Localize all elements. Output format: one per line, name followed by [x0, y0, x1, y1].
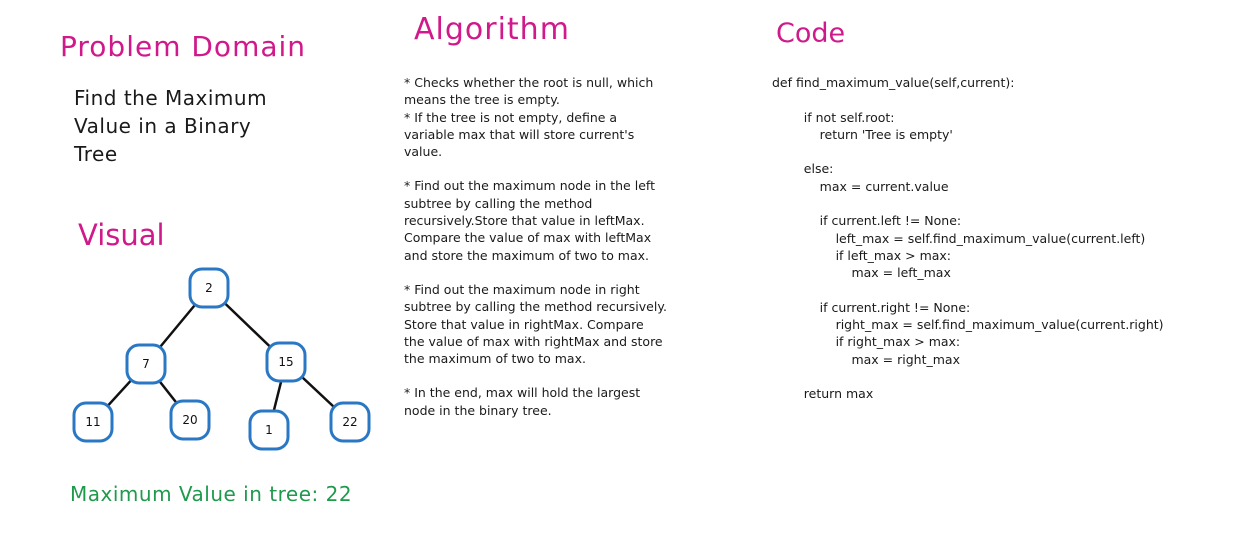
algorithm-line: Store that value in rightMax. Compare — [404, 316, 644, 332]
algorithm-line: variable max that will store current's — [404, 126, 635, 142]
algorithm-line: Compare the value of max with leftMax — [404, 230, 652, 246]
binary-tree-diagram: 2 7 15 11 20 1 22 — [72, 267, 371, 451]
tree-node-11: 11 — [72, 401, 114, 443]
code-heading: Code — [776, 18, 846, 49]
problem-domain-heading: Problem Domain — [60, 30, 307, 63]
result-text: Maximum Value in tree: 22 — [70, 482, 353, 506]
problem-line: Value in a Binary — [74, 114, 252, 138]
algorithm-line: * Find out the maximum node in the left — [404, 178, 655, 194]
tree-node-box — [125, 343, 167, 385]
visual-heading: Visual — [78, 218, 165, 252]
tree-node-7: 7 — [125, 343, 167, 385]
code-line — [772, 143, 1242, 160]
code-line — [772, 368, 1242, 385]
code-line: if current.right != None: — [772, 299, 971, 315]
algorithm-line: * In the end, max will hold the largest — [404, 385, 641, 401]
tree-node-1: 1 — [248, 409, 290, 451]
code-line: return max — [772, 386, 874, 402]
tree-node-label: 15 — [278, 355, 293, 369]
algorithm-line: the maximum of two to max. — [404, 351, 586, 367]
tree-node-label: 22 — [342, 415, 357, 429]
tree-node-label: 11 — [85, 415, 100, 429]
code-line: else: — [772, 161, 834, 177]
code-line: right_max = self.find_maximum_value(curr… — [772, 317, 1164, 333]
algorithm-line: and store the maximum of two to max. — [404, 247, 650, 263]
algorithm-paragraph: * In the end, max will hold the largest … — [404, 384, 704, 419]
tree-node-box — [72, 401, 114, 443]
code-line: if left_max > max: — [772, 247, 952, 263]
algorithm-paragraph: * Checks whether the root is null, which… — [404, 74, 704, 160]
tree-node-box — [329, 401, 371, 443]
algorithm-paragraph: * Find out the maximum node in the left … — [404, 177, 704, 263]
algorithm-line: subtree by calling the method — [404, 195, 593, 211]
algorithm-description: * Checks whether the root is null, which… — [404, 74, 704, 436]
tree-node-box — [188, 267, 230, 309]
problem-line: Tree — [74, 142, 118, 166]
code-line: left_max = self.find_maximum_value(curre… — [772, 230, 1146, 246]
code-line — [772, 91, 1242, 108]
algorithm-line: value. — [404, 144, 443, 160]
problem-line: Find the Maximum — [74, 86, 268, 110]
algorithm-line: the value of max with rightMax and store — [404, 333, 663, 349]
code-line: if current.left != None: — [772, 213, 962, 229]
code-line — [772, 195, 1242, 212]
algorithm-paragraph: * Find out the maximum node in right sub… — [404, 281, 704, 367]
algorithm-heading: Algorithm — [414, 12, 570, 47]
code-line: if not self.root: — [772, 109, 895, 125]
tree-node-22: 22 — [329, 401, 371, 443]
tree-node-label: 1 — [265, 423, 273, 437]
algorithm-line: * Find out the maximum node in right — [404, 281, 640, 297]
tree-node-2: 2 — [188, 267, 230, 309]
tree-node-box — [265, 341, 307, 383]
code-line: if right_max > max: — [772, 334, 961, 350]
code-line — [772, 282, 1242, 299]
tree-node-label: 20 — [182, 413, 197, 427]
tree-node-label: 7 — [142, 357, 150, 371]
algorithm-line: recursively.Store that value in leftMax. — [404, 213, 645, 229]
algorithm-line: * Checks whether the root is null, which — [404, 75, 654, 90]
problem-description: Find the Maximum Value in a Binary Tree — [74, 84, 334, 168]
tree-node-box — [169, 399, 211, 441]
code-line: max = left_max — [772, 265, 951, 281]
code-line: max = current.value — [772, 178, 949, 194]
code-listing: def find_maximum_value(self,current): if… — [772, 74, 1242, 403]
tree-node-15: 15 — [265, 341, 307, 383]
algorithm-line: node in the binary tree. — [404, 402, 552, 418]
tree-node-label: 2 — [205, 281, 213, 295]
code-line: max = right_max — [772, 351, 960, 367]
tree-node-box — [248, 409, 290, 451]
code-line: def find_maximum_value(self,current): — [772, 75, 1015, 90]
algorithm-line: * If the tree is not empty, define a — [404, 109, 618, 125]
tree-node-20: 20 — [169, 399, 211, 441]
algorithm-line: means the tree is empty. — [404, 92, 560, 108]
algorithm-line: subtree by calling the method recursivel… — [404, 299, 667, 315]
code-line: return 'Tree is empty' — [772, 126, 953, 142]
